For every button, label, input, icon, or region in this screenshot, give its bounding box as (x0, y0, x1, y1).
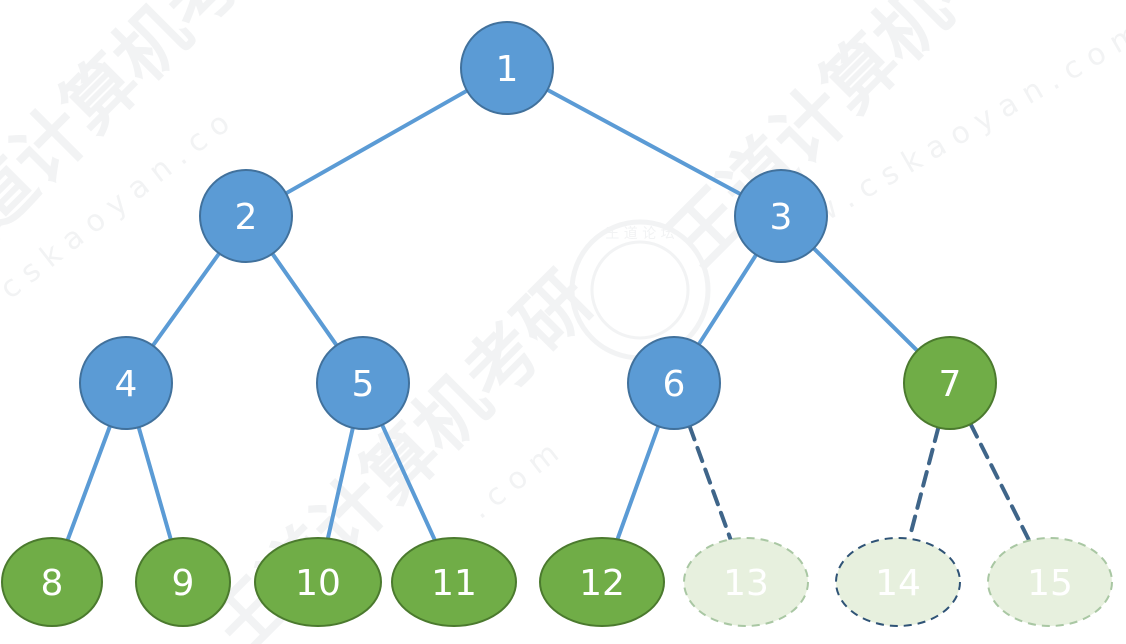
edge-4-9 (136, 425, 173, 542)
node-4-label: 4 (115, 364, 138, 405)
seal-inner-ring (590, 240, 690, 340)
node-2-shape (199, 169, 293, 263)
edge-4-8 (65, 424, 112, 543)
node-6-shape (627, 336, 721, 430)
edge-2-4 (150, 251, 222, 348)
node-13-shape (683, 537, 809, 627)
node-9-label: 9 (172, 563, 195, 604)
node-4: 4 (79, 336, 173, 430)
node-3-label: 3 (770, 197, 793, 238)
node-12: 12 (539, 537, 665, 627)
node-6-label: 6 (663, 364, 686, 405)
node-13: 13 (683, 537, 809, 627)
node-11: 11 (391, 537, 517, 627)
node-12-shape (539, 537, 665, 627)
node-9-shape (135, 537, 231, 627)
node-3: 3 (734, 169, 828, 263)
node-8-label: 8 (41, 563, 64, 604)
node-5-label: 5 (352, 364, 375, 405)
node-7: 7 (903, 336, 997, 430)
edge-5-11 (380, 422, 437, 543)
watermark-brand-1: 王道计算机考研 (653, 0, 1069, 282)
node-5-shape (316, 336, 410, 430)
node-10-label: 10 (295, 563, 341, 604)
edge-1-3 (545, 87, 743, 197)
node-8: 8 (1, 537, 103, 627)
node-15: 15 (987, 537, 1113, 627)
edge-7-14 (907, 425, 941, 541)
node-1-label: 1 (496, 49, 519, 90)
node-4-shape (79, 336, 173, 430)
edge-3-7 (811, 246, 920, 353)
watermark-seal: 王 道 论 坛 (569, 219, 711, 361)
node-15-shape (987, 537, 1113, 627)
node-7-shape (903, 336, 997, 430)
edge-1-2 (284, 88, 469, 196)
seal-text: 王 道 论 坛 (605, 226, 674, 242)
node-5: 5 (316, 336, 410, 430)
node-11-label: 11 (431, 563, 477, 604)
node-2-label: 2 (235, 197, 258, 238)
tree-edges (65, 87, 1032, 543)
edge-7-15 (968, 422, 1032, 543)
node-15-label: 15 (1027, 563, 1073, 604)
node-8-shape (1, 537, 103, 627)
node-11-shape (391, 537, 517, 627)
node-7-label: 7 (939, 364, 962, 405)
node-6: 6 (627, 336, 721, 430)
watermark-site-3: . c o m (463, 436, 565, 527)
node-14-label: 14 (875, 563, 921, 604)
node-1: 1 (460, 21, 554, 115)
node-10: 10 (254, 537, 382, 627)
node-2: 2 (199, 169, 293, 263)
node-14: 14 (835, 537, 961, 627)
edge-2-5 (270, 251, 339, 348)
node-12-label: 12 (579, 563, 625, 604)
edge-3-6 (696, 252, 759, 347)
node-14-shape (835, 537, 961, 627)
node-10-shape (254, 537, 382, 627)
node-9: 9 (135, 537, 231, 627)
node-3-shape (734, 169, 828, 263)
edge-6-13 (687, 424, 733, 542)
node-13-label: 13 (723, 563, 769, 604)
node-1-shape (460, 21, 554, 115)
edge-6-12 (615, 424, 661, 542)
edge-5-10 (325, 425, 355, 541)
